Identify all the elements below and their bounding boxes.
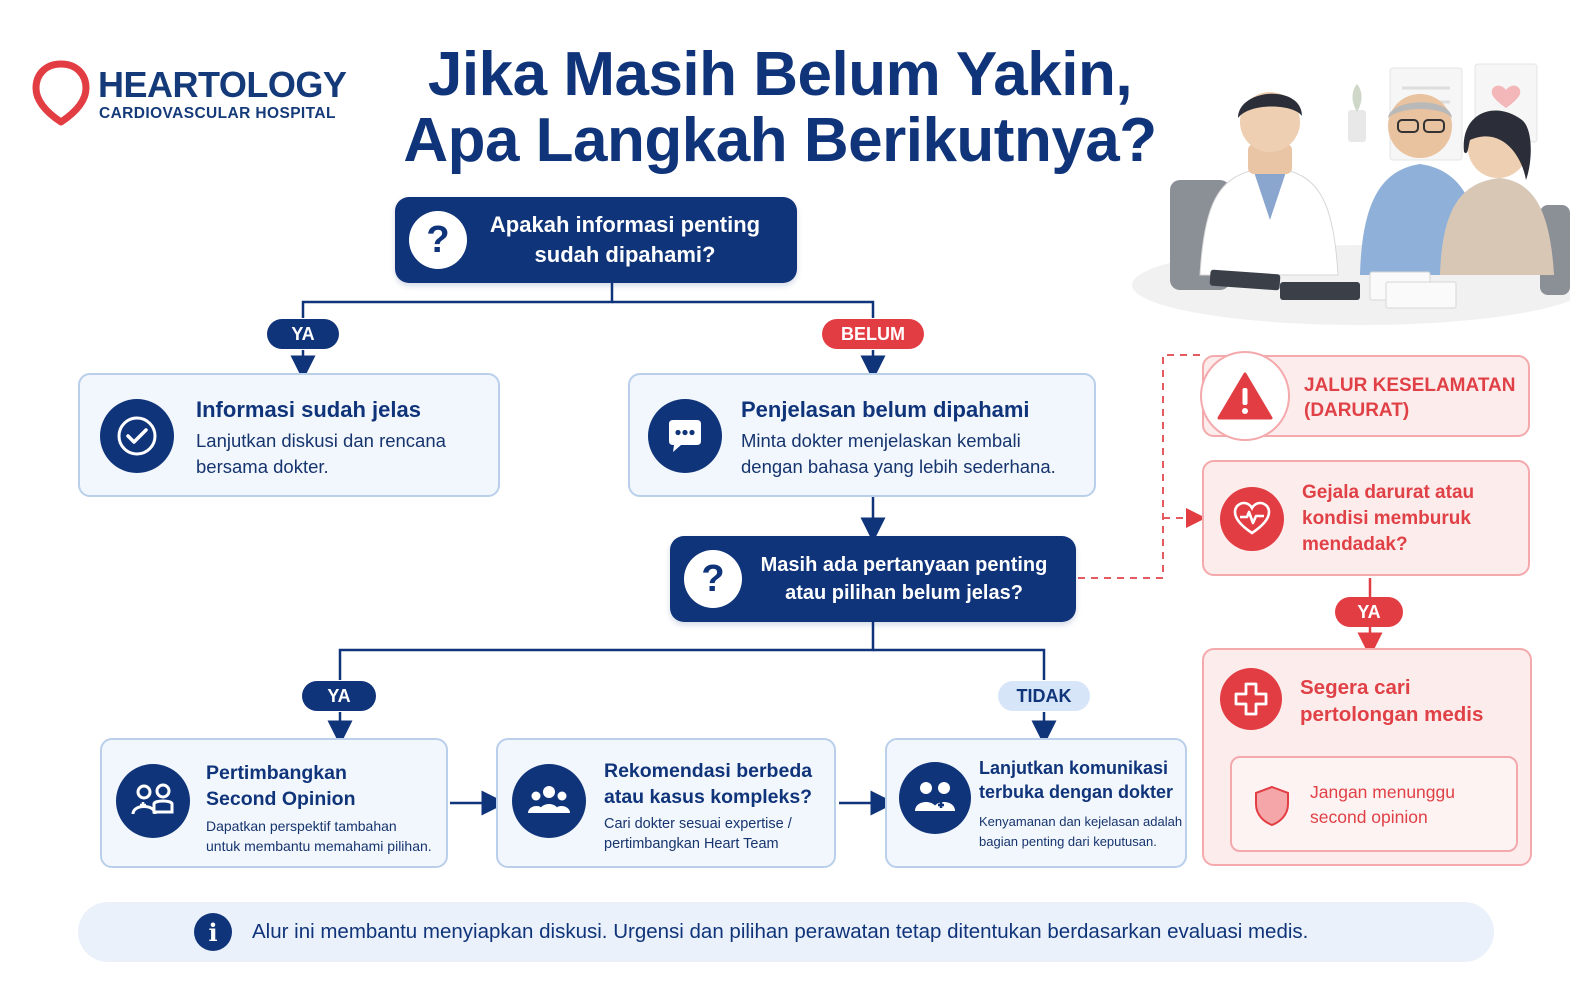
question-2-line-2: atau pilihan belum jelas? — [785, 582, 1023, 604]
info-icon: i — [194, 913, 232, 951]
emergency-symptoms-line-3: mendadak? — [1302, 534, 1408, 555]
card-complex-case: Rekomendasi berbeda atau kasus kompleks?… — [496, 738, 836, 868]
card-continue-line-2: bagian penting dari keputusan. — [979, 834, 1157, 849]
card-complex-description: Cari dokter sesuai expertise / pertimban… — [604, 814, 792, 854]
question-box-information-understood: ? Apakah informasi penting sudah dipaham… — [395, 197, 797, 283]
emergency-action-line-2: pertolongan medis — [1300, 703, 1484, 726]
brand-subtitle: CARDIOVASCULAR HOSPITAL — [99, 105, 336, 122]
emergency-action-title: Segera cari pertolongan medis — [1300, 674, 1483, 728]
emergency-header-line-1: JALUR KESELAMATAN — [1304, 375, 1516, 396]
branch-no-pill: BELUM — [822, 319, 924, 349]
footer-note: i Alur ini membantu menyiapkan diskusi. … — [78, 902, 1494, 962]
card-clear-line-2: bersama dokter. — [196, 456, 329, 477]
card-second-opinion-line-1: Dapatkan perspektif tambahan — [206, 818, 397, 834]
emergency-header-line-2: (DARURAT) — [1304, 400, 1410, 421]
emergency-note-box: Jangan menunggu second opinion — [1230, 756, 1518, 852]
card-continue-title: Lanjutkan komunikasi terbuka dengan dokt… — [979, 756, 1173, 804]
card-complex-line-2: pertimbangkan Heart Team — [604, 836, 779, 852]
title-line-2: Apa Langkah Berikutnya? — [403, 106, 1157, 175]
medical-cross-icon — [1220, 668, 1282, 730]
question-2-line-1: Masih ada pertanyaan penting — [760, 554, 1048, 576]
card-unclear-line-1: Minta dokter menjelaskan kembali — [741, 430, 1021, 451]
card-clear-title: Informasi sudah jelas — [196, 397, 421, 422]
card-complex-line-1: Cari dokter sesuai expertise / — [604, 816, 792, 832]
branch-2-no-pill: TIDAK — [998, 681, 1090, 711]
card-second-opinion-description: Dapatkan perspektif tambahan untuk memba… — [206, 816, 432, 856]
card-continue-title-1: Lanjutkan komunikasi — [979, 758, 1169, 778]
footer-text: Alur ini membantu menyiapkan diskusi. Ur… — [252, 920, 1309, 943]
emergency-symptoms-text: Gejala darurat atau kondisi memburuk men… — [1302, 480, 1474, 558]
chat-bubble-icon — [648, 399, 722, 473]
heart-pulse-icon — [1220, 487, 1284, 551]
heartology-logo-icon — [32, 60, 90, 126]
card-complex-title-1: Rekomendasi berbeda — [604, 760, 813, 782]
card-second-opinion-line-2: untuk membantu memahami pilihan. — [206, 838, 432, 854]
emergency-symptoms-line-1: Gejala darurat atau — [1302, 482, 1475, 503]
question-icon: ? — [409, 211, 467, 269]
doctor-consultation-illustration — [1132, 63, 1570, 325]
question-box-remaining-questions: ? Masih ada pertanyaan penting atau pili… — [670, 536, 1076, 622]
emergency-note-line-1: Jangan menunggu — [1310, 782, 1455, 802]
card-continue-communication: Lanjutkan komunikasi terbuka dengan dokt… — [885, 738, 1187, 868]
emergency-yes-pill: YA — [1335, 597, 1403, 627]
card-second-opinion: Pertimbangkan Second Opinion Dapatkan pe… — [100, 738, 448, 868]
warning-icon — [1200, 351, 1290, 441]
branch-2-yes-pill: YA — [302, 681, 376, 711]
card-complex-title: Rekomendasi berbeda atau kasus kompleks? — [604, 758, 812, 810]
team-icon — [512, 764, 586, 838]
emergency-note-line-2: second opinion — [1310, 807, 1428, 827]
emergency-action-line-1: Segera cari — [1300, 676, 1411, 699]
brand-name: HEARTOLOGY — [98, 64, 347, 105]
question-icon: ? — [684, 550, 742, 608]
question-2-text: Masih ada pertanyaan penting atau piliha… — [742, 551, 1066, 607]
emergency-header-title: JALUR KESELAMATAN (DARURAT) — [1304, 373, 1515, 423]
card-information-clear: Informasi sudah jelas Lanjutkan diskusi … — [78, 373, 500, 497]
emergency-symptoms-line-2: kondisi memburuk — [1302, 508, 1471, 529]
card-continue-line-1: Kenyamanan dan kejelasan adalah — [979, 814, 1183, 829]
branch-yes-pill: YA — [267, 319, 339, 349]
card-clear-line-1: Lanjutkan diskusi dan rencana — [196, 430, 446, 451]
question-1-line-2: sudah dipahami? — [534, 242, 716, 267]
title-line-1: Jika Masih Belum Yakin, — [427, 40, 1133, 109]
card-unclear-line-2: dengan bahasa yang lebih sederhana. — [741, 456, 1056, 477]
card-second-opinion-title-2: Second Opinion — [206, 788, 356, 810]
card-explanation-unclear: Penjelasan belum dipahami Minta dokter m… — [628, 373, 1096, 497]
question-1-line-1: Apakah informasi penting — [489, 212, 761, 237]
card-second-opinion-title: Pertimbangkan Second Opinion — [206, 760, 356, 812]
emergency-note-text: Jangan menunggu second opinion — [1310, 780, 1455, 830]
card-continue-title-2: terbuka dengan dokter — [979, 782, 1174, 802]
emergency-symptoms-card: Gejala darurat atau kondisi memburuk men… — [1202, 460, 1530, 576]
shield-icon — [1255, 785, 1289, 827]
card-unclear-description: Minta dokter menjelaskan kembali dengan … — [741, 428, 1056, 480]
card-complex-title-2: atau kasus kompleks? — [604, 786, 813, 808]
card-unclear-title: Penjelasan belum dipahami — [741, 397, 1030, 422]
card-continue-description: Kenyamanan dan kejelasan adalah bagian p… — [979, 812, 1182, 852]
doctor-patient-icon — [899, 762, 971, 834]
doctor-consult-icon — [116, 764, 190, 838]
check-icon — [100, 399, 174, 473]
question-1-text: Apakah informasi penting sudah dipahami? — [467, 210, 783, 270]
emergency-action-card: Segera cari pertolongan medis Jangan men… — [1202, 648, 1532, 866]
card-clear-description: Lanjutkan diskusi dan rencana bersama do… — [196, 428, 446, 480]
page-title: Jika Masih Belum Yakin, Apa Langkah Beri… — [360, 42, 1200, 174]
card-second-opinion-title-1: Pertimbangkan — [206, 762, 347, 784]
